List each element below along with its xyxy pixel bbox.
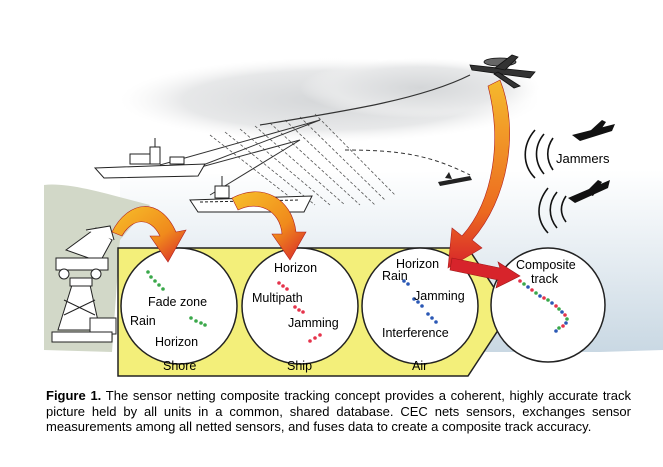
ship-note-jamming: Jamming (288, 316, 339, 330)
caption-lead: Figure 1. (46, 388, 102, 403)
panel-circle-ship (241, 247, 359, 365)
air-dots (402, 279, 438, 324)
jammer-aircraft (568, 120, 615, 203)
shore-radar (55, 225, 115, 280)
composite-track-dots (518, 279, 569, 333)
ship-dots (277, 281, 322, 343)
shore-note-fade-zone: Fade zone (148, 295, 207, 309)
jammer-link (259, 74, 471, 126)
curved-arrow-ship (231, 191, 307, 261)
shore-dots (146, 270, 207, 327)
panel-label-air: Air (412, 359, 427, 373)
panel-label-shore: Shore (163, 359, 196, 373)
air-note-jamming: Jamming (414, 289, 465, 303)
air-note-horizon: Horizon (396, 257, 439, 271)
sensor-link-lines (209, 113, 396, 206)
jamming-waves (524, 129, 567, 234)
caption-text: The sensor netting composite tracking co… (46, 388, 631, 434)
ship-note-horizon: Horizon (274, 261, 317, 275)
figure-caption: Figure 1. The sensor netting composite t… (46, 388, 631, 435)
panel-label-ship: Ship (287, 359, 312, 373)
curved-arrow-air (447, 79, 510, 269)
cloud (300, 58, 540, 118)
jammers-label: Jammers (556, 151, 610, 166)
composite-track-label-1: Composite (516, 258, 576, 272)
awacs-aircraft (469, 54, 536, 89)
fuse-arrow (449, 257, 521, 289)
composite-track-label-2: track (531, 272, 559, 286)
shore-tower (51, 277, 117, 343)
air-note-rain: Rain (382, 269, 408, 283)
sensor-netting-diagram: Jammers Fade zone Rain Horizon Shore (44, 54, 663, 377)
panel-circle-air (361, 247, 479, 365)
destroyer-ship (93, 138, 206, 179)
missile (438, 172, 472, 186)
air-note-interference: Interference (382, 326, 449, 340)
ship-note-multipath: Multipath (252, 291, 303, 305)
shore-note-horizon: Horizon (155, 335, 198, 349)
shore-note-rain: Rain (130, 314, 156, 328)
dashed-path (344, 149, 471, 176)
